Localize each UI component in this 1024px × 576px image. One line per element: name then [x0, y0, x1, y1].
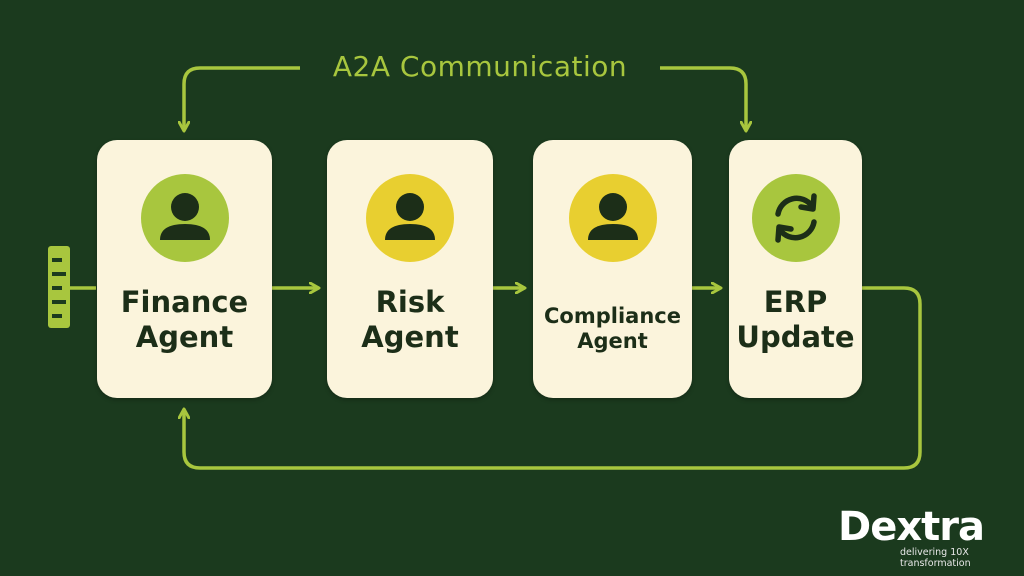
ruler-icon	[48, 246, 70, 328]
brand-tagline: delivering 10X transformation	[900, 547, 971, 569]
sync-icon	[751, 174, 840, 262]
person-icon	[366, 174, 454, 262]
node-label: ERP Update	[736, 285, 855, 354]
brand-name: Dextra	[838, 504, 985, 550]
person-icon	[568, 174, 657, 262]
node-erp-update[interactable]: ERP Update	[729, 140, 862, 398]
person-icon	[140, 174, 229, 262]
diagram-title: A2A Communication	[300, 50, 660, 83]
brand-logo: Dextra delivering 10X transformation	[838, 505, 1008, 569]
node-label: Compliance Agent	[544, 304, 681, 354]
node-label: Risk Agent	[361, 285, 459, 354]
a2a-line-right	[648, 66, 746, 130]
node-finance-agent[interactable]: Finance Agent	[97, 140, 272, 398]
a2a-line-left	[184, 66, 302, 130]
node-label: Finance Agent	[120, 285, 249, 354]
feedback-loop-line	[184, 286, 922, 470]
node-compliance-agent[interactable]: Compliance Agent	[533, 140, 692, 398]
node-risk-agent[interactable]: Risk Agent	[327, 140, 493, 398]
